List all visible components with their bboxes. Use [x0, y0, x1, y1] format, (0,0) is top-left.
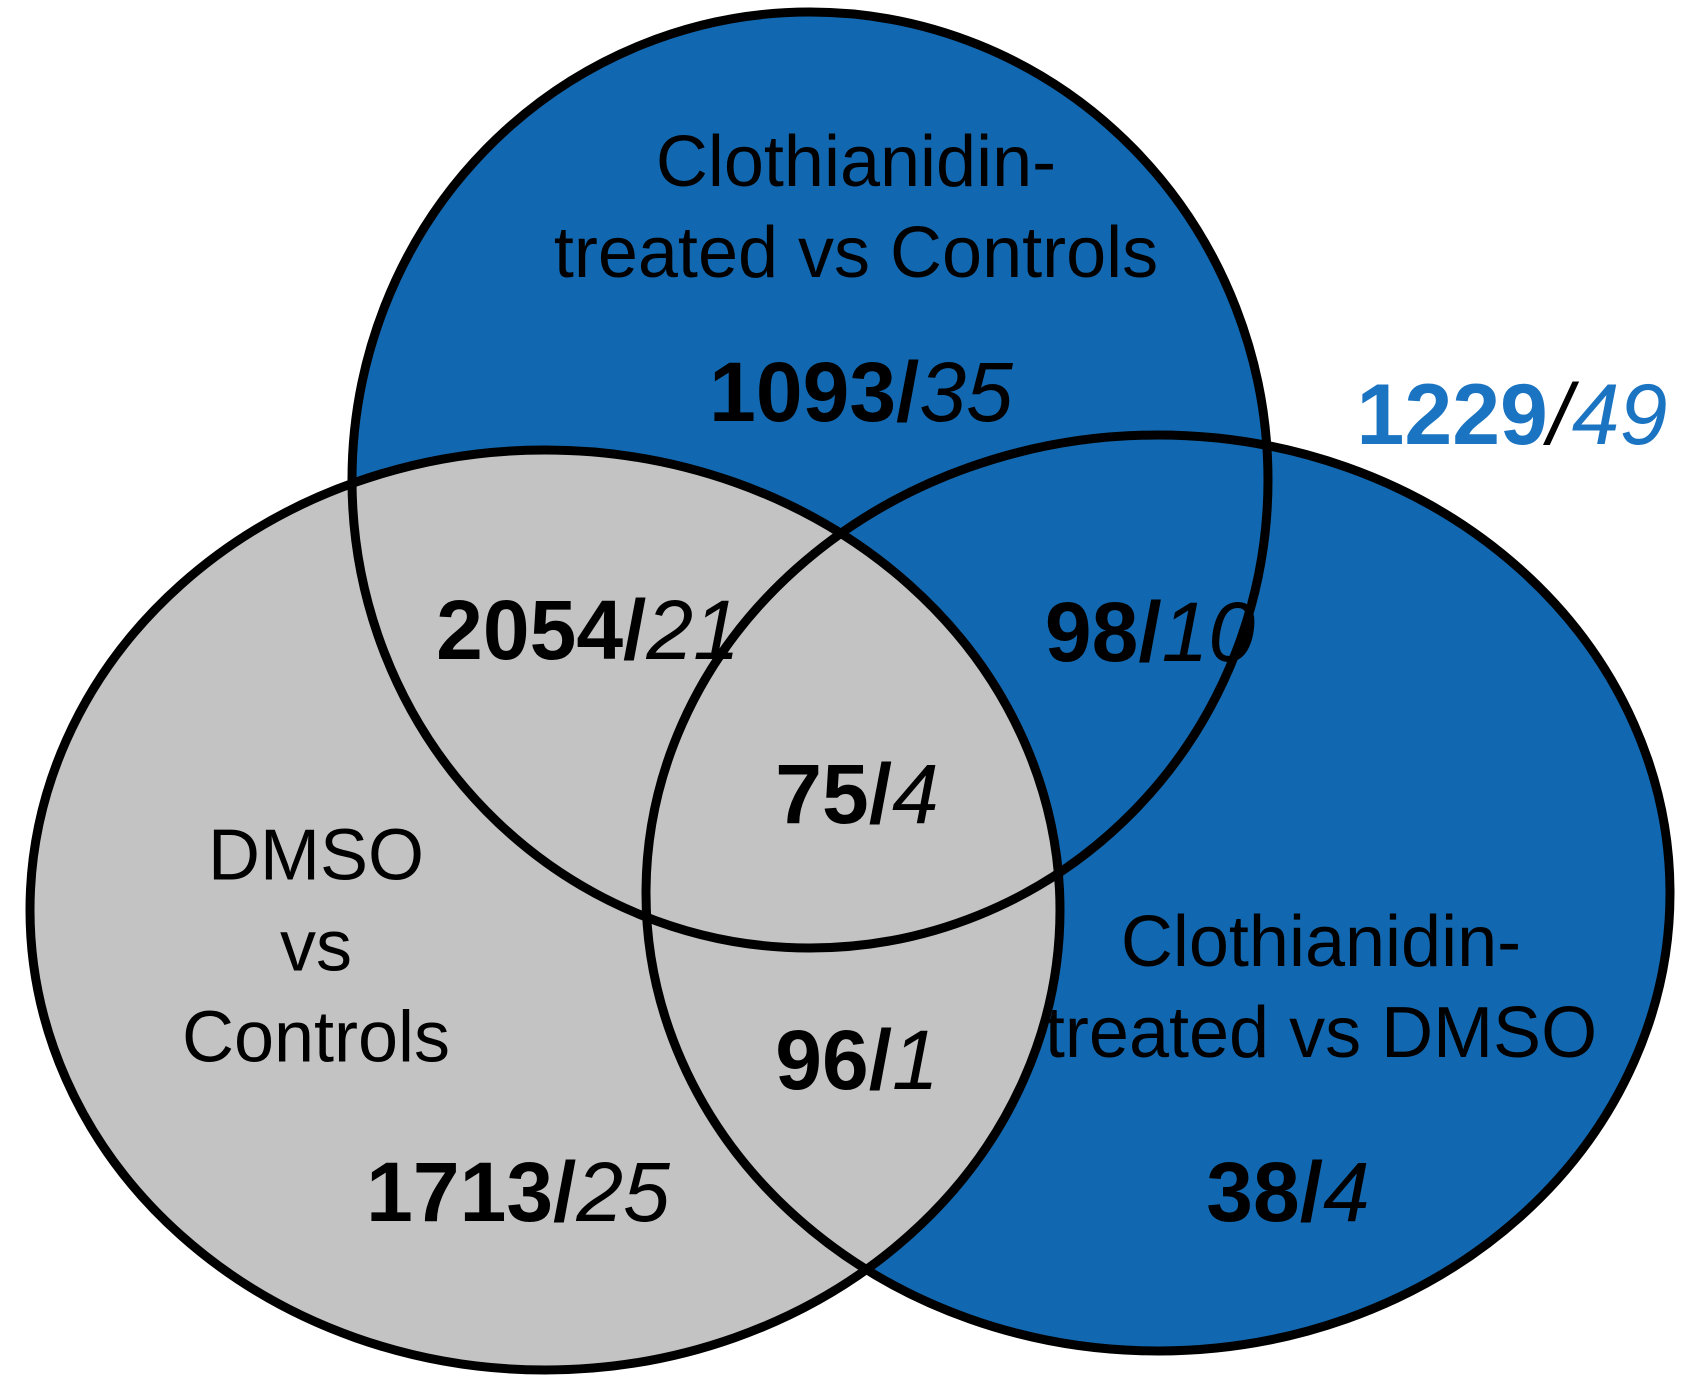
set-label-line: DMSO: [207, 815, 424, 896]
count-secondary: 1: [892, 1013, 939, 1107]
count-separator: /: [1547, 367, 1572, 463]
set-label-dmso-vs-controls: DMSO vs Controls: [182, 811, 450, 1084]
set-label-clothianidin-vs-controls: Clothianidin- treated vs Controls: [554, 117, 1158, 299]
count-clothianidin-vs-controls: 1093/35: [709, 350, 1013, 434]
count-primary: 1713: [366, 1145, 554, 1239]
set-label-line: Clothianidin-: [1120, 902, 1522, 982]
count-primary: 96: [775, 1013, 869, 1107]
count-separator: /: [896, 345, 920, 439]
count-secondary: 49: [1571, 367, 1668, 463]
count-primary: 1229: [1356, 367, 1548, 463]
count-overlap-left-right: 96/1: [775, 1018, 939, 1102]
count-clothianidin-vs-dmso: 38/4: [1206, 1150, 1370, 1234]
circle-clothianidin-vs-dmso-outline: [641, 430, 1675, 1356]
count-overlap-center: 75/4: [775, 752, 939, 836]
count-dmso-vs-controls: 1713/25: [366, 1150, 670, 1234]
count-secondary: 25: [576, 1145, 670, 1239]
count-separator: /: [553, 1145, 577, 1239]
set-label-line: Controls: [181, 997, 451, 1078]
count-primary: 2054: [436, 583, 624, 677]
circle-dmso-vs-controls-outline: [25, 445, 1065, 1375]
count-separator: /: [623, 583, 647, 677]
set-label-line: Clothianidin-: [655, 122, 1057, 202]
set-label-line: treated vs DMSO: [1044, 993, 1598, 1073]
count-primary: 1093: [709, 345, 897, 439]
count-separator: /: [1299, 1145, 1324, 1239]
set-label-line: treated vs Controls: [553, 213, 1159, 293]
count-separator: /: [868, 1013, 893, 1107]
count-primary: 75: [775, 747, 869, 841]
count-primary: 98: [1044, 585, 1139, 679]
count-secondary: 4: [1323, 1145, 1370, 1239]
count-secondary: 35: [919, 345, 1013, 439]
set-label-line: vs: [279, 906, 352, 987]
count-overlap-top-left: 2054/21: [436, 588, 740, 672]
circle-dmso-vs-controls-fill: [30, 450, 1060, 1370]
count-secondary: 21: [646, 583, 740, 677]
count-separator: /: [868, 747, 893, 841]
set-label-clothianidin-vs-dmso: Clothianidin- treated vs DMSO: [1045, 897, 1597, 1079]
count-outside-total: 1229/49: [1357, 372, 1668, 458]
count-secondary: 4: [892, 747, 939, 841]
count-separator: /: [1138, 585, 1162, 679]
count-overlap-top-right: 98/10: [1045, 590, 1255, 674]
count-secondary: 10: [1161, 585, 1256, 679]
count-primary: 38: [1206, 1145, 1300, 1239]
